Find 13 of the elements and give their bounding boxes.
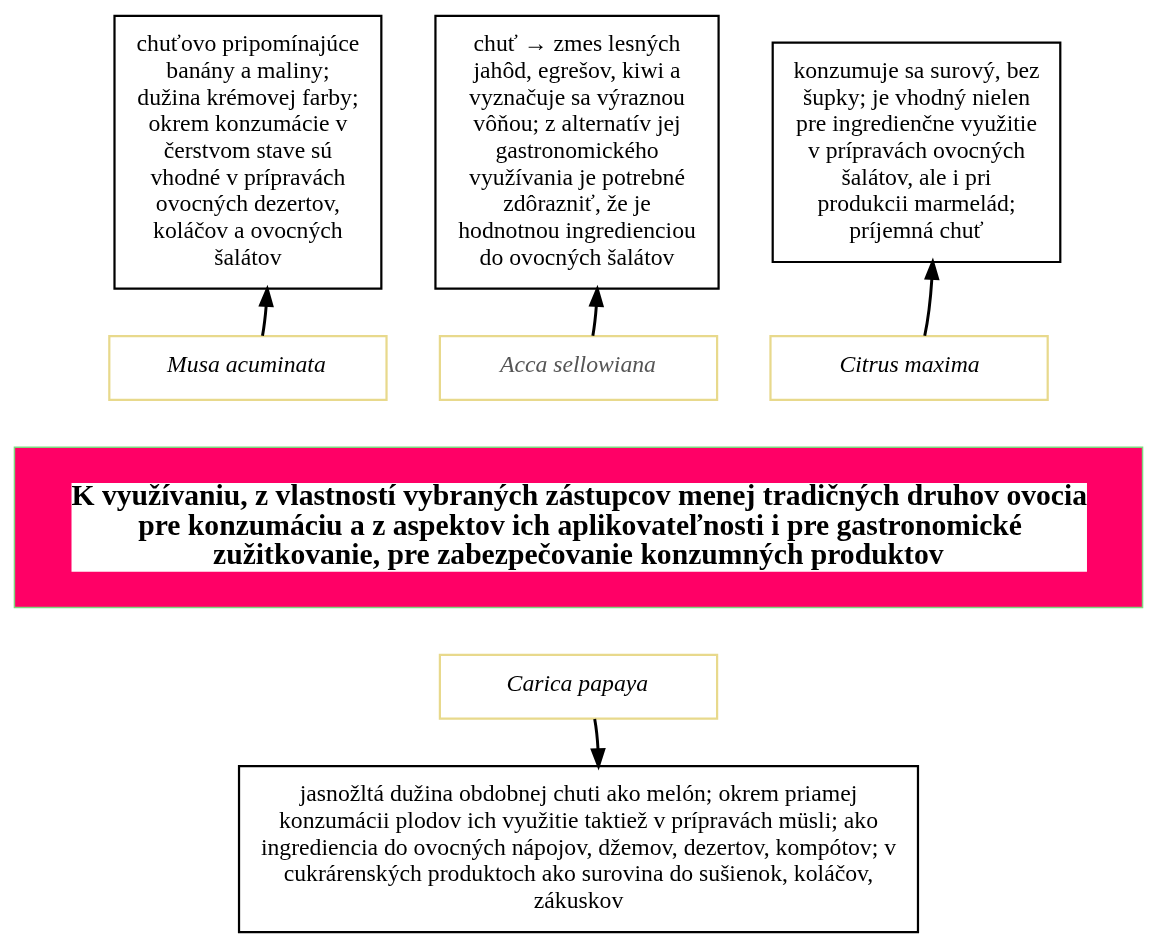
node-box: Carica papaya (438, 653, 719, 720)
arrow (590, 718, 606, 771)
arrow (258, 284, 274, 337)
node-box: K využívaniu, z vlastností vybraných zástupcov menej tradičných druhov ovocia pre konzumáciu a z aspektov ich aplikovateľnosti i pre gastronomické zužitkovanie, pre zabezpečovanie konzumných produktov (13, 446, 1144, 609)
node-box: Acca sellowiana (438, 335, 719, 401)
node-box: chuť → zmes lesných jahôd, egrešov, kiwi a vyznačuje sa výraznou vôňou; z alternatív jej gastronomického využívania je potrebné zdôrazniť, že je hodnotnou ingredienciou do ovocných šalátov (434, 14, 720, 290)
node-box: Musa acuminata (108, 335, 388, 401)
arrow (588, 284, 605, 337)
node-box: konzumuje sa surový, bez šupky; je vhodný nielen pre ingredienčne využitie v prípravách ovocných šalátov, ale i pri produkcii marmelád; príjemná chuť (771, 41, 1062, 264)
arrow (923, 257, 940, 337)
node-box: Citrus maxima (769, 335, 1049, 401)
node-box: jasnožltá dužina obdobnej chuti ako melón; okrem priamej konzumácii plodov ich využitie taktiež v prípravách müsli; ako ingrediencia do ovocných nápojov, džemov, dezertov, kompótov; v cukrárenských produktoch ako surovina do sušienok, koláčov, zákuskov (237, 764, 920, 934)
node-box: chuťovo pripomínajúce banány a maliny; dužina krémovej farby; okrem konzumácie v čerstvom stave sú vhodné v prípravách ovocných dezertov, koláčov a ovocných šalátov (113, 14, 383, 290)
